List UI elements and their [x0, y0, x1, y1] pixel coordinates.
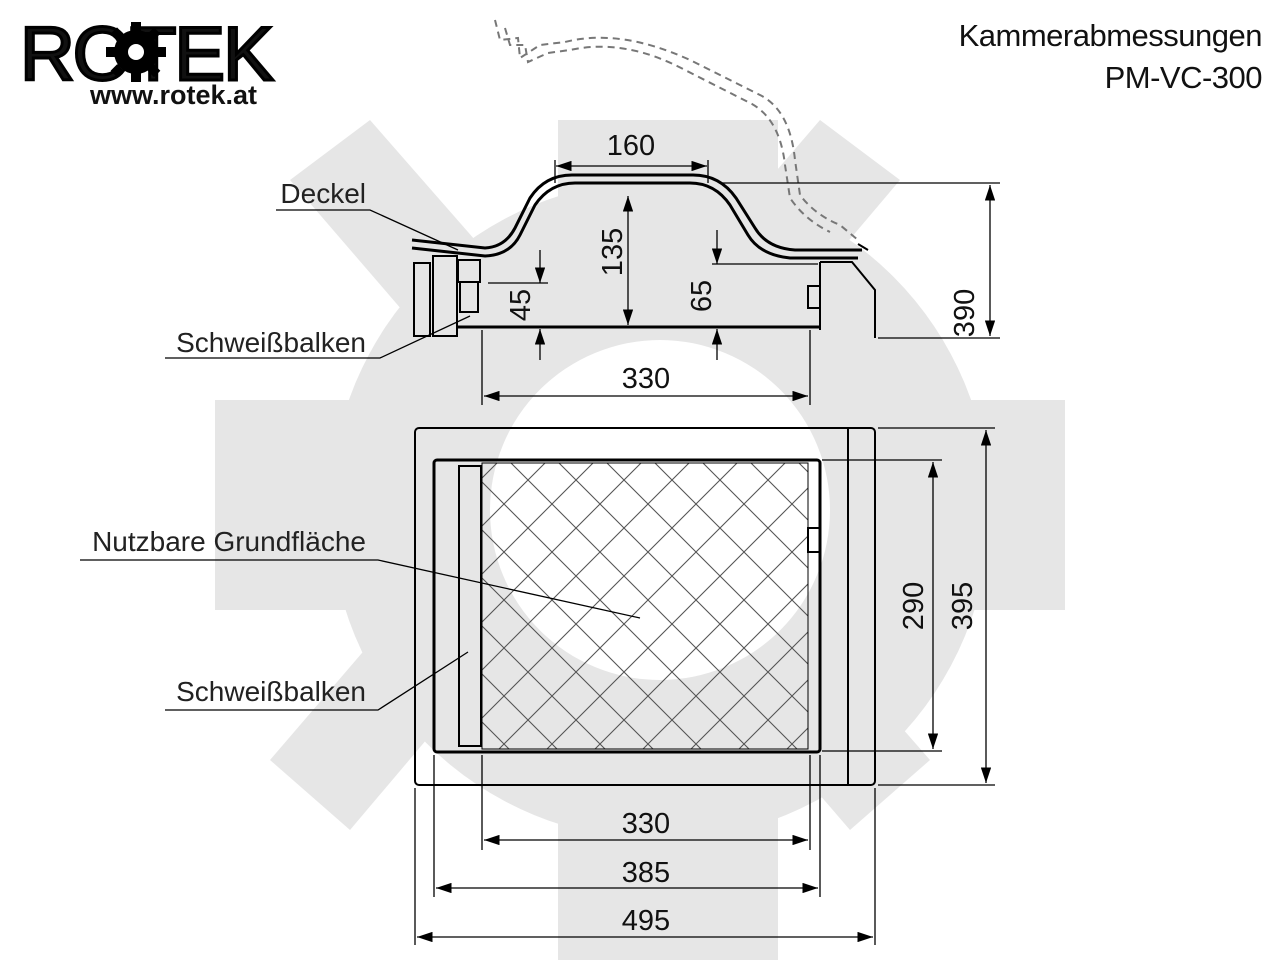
lid-outline: [411, 181, 858, 260]
open-lid-dashed: [494, 19, 859, 241]
dim-side-160: 160: [607, 130, 655, 162]
lid-outline-inner: [411, 173, 862, 252]
dim-side-330: 330: [622, 363, 670, 395]
labels: Deckel Schweißbalken Nutzbare Grundfläch…: [80, 178, 641, 711]
label-schweissbalken-top: Schweißbalken: [176, 327, 366, 358]
dim-side-390: 390: [949, 289, 981, 337]
dim-side-65: 65: [686, 280, 718, 312]
dim-top-395: 395: [947, 582, 979, 630]
page-title: Kammerabmessungen: [958, 18, 1263, 53]
dim-top-495: 495: [622, 905, 670, 937]
dim-top-290: 290: [898, 582, 930, 630]
rotek-logo: ROTEK: [19, 11, 277, 99]
chamber-inner: [432, 458, 822, 754]
sealing-bar: [458, 465, 482, 747]
dim-side-45: 45: [505, 289, 537, 321]
gear-icon: [106, 22, 166, 82]
model-name: PM-VC-300: [1104, 60, 1263, 95]
top-view: 290 395 330 385 495: [414, 427, 995, 945]
label-schweissbalken-bottom: Schweißbalken: [176, 676, 366, 707]
dim-top-385: 385: [622, 857, 670, 889]
usable-area: [481, 462, 809, 750]
side-view: 160 135 45 65 390 330: [411, 130, 1000, 405]
dim-top-330: 330: [622, 808, 670, 840]
dim-side-135: 135: [597, 228, 629, 276]
chamber-outer: [414, 427, 876, 786]
open-lid-dashed-inner: [504, 27, 831, 233]
label-deckel: Deckel: [280, 178, 366, 209]
label-nutzbare-grundflaeche: Nutzbare Grundfläche: [92, 526, 366, 557]
logo-url: www.rotek.at: [90, 80, 258, 110]
